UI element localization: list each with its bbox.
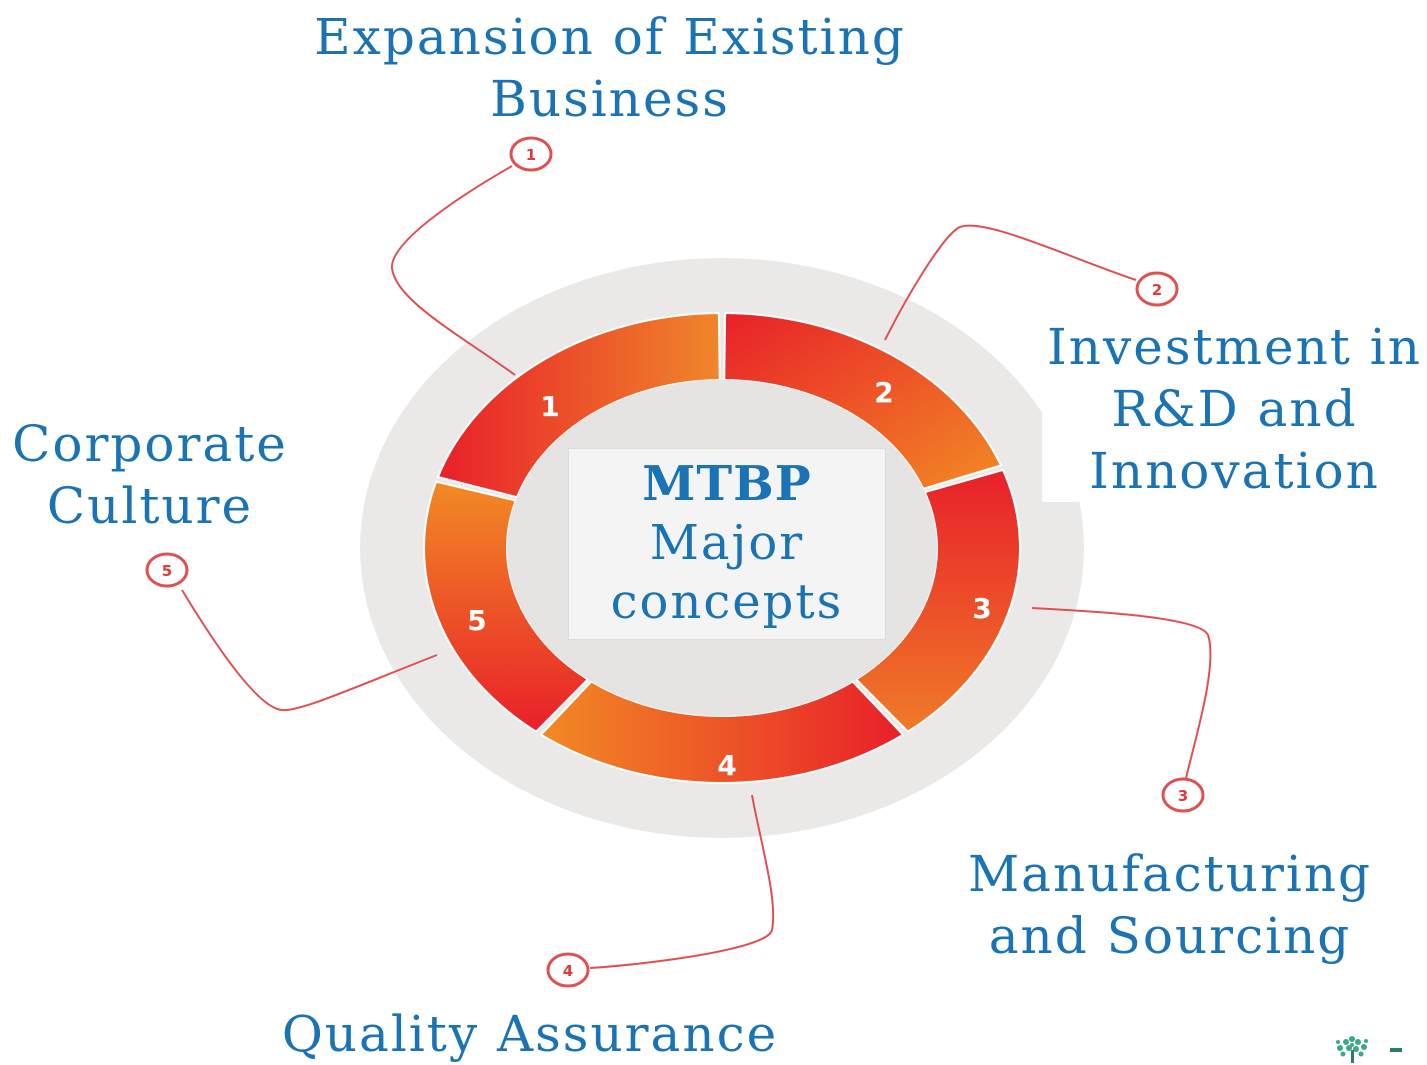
badge-number-1: 1 <box>526 146 536 164</box>
label-expansion-of-existing-business: Expansion of Existing Business <box>300 6 920 130</box>
label-5-line-2: Culture <box>46 477 254 535</box>
badge-1: 1 <box>509 136 553 172</box>
connector-2 <box>884 224 1137 341</box>
label-4-line-1: Quality Assurance <box>281 1005 779 1063</box>
label-1-line-2: Business <box>490 70 730 128</box>
label-5-line-1: Corporate <box>12 415 288 473</box>
label-2-line-2: R&D and <box>1111 380 1358 438</box>
center-subtitle-line-2: concepts <box>610 574 844 630</box>
center-title-box: MTBP Major concepts <box>568 448 886 640</box>
badge-number-4: 4 <box>563 962 573 980</box>
segment-number-4: 4 <box>717 749 736 782</box>
badge-3: 3 <box>1161 777 1205 813</box>
segment-number-1: 1 <box>540 390 559 423</box>
center-title: MTBP <box>642 456 812 512</box>
label-3-line-2: and Sourcing <box>988 907 1352 965</box>
segment-number-3: 3 <box>972 592 991 625</box>
badge-5: 5 <box>145 552 189 588</box>
tree-logo-icon <box>1336 1036 1402 1063</box>
label-corporate-culture: Corporate Culture <box>5 413 295 537</box>
connector-3 <box>1031 607 1212 779</box>
segment-number-2: 2 <box>874 376 893 409</box>
badge-number-3: 3 <box>1178 787 1188 805</box>
label-1-line-1: Expansion of Existing <box>314 8 906 66</box>
badge-number-5: 5 <box>162 562 172 580</box>
label-investment-in-rd: Investment in R&D and Innovation <box>1042 316 1427 502</box>
connector-1 <box>390 165 516 376</box>
badge-2: 2 <box>1135 271 1179 307</box>
label-quality-assurance: Quality Assurance <box>260 1003 800 1065</box>
center-subtitle-line-1: Major <box>649 515 805 571</box>
connector-5 <box>181 589 438 712</box>
label-2-line-3: Innovation <box>1089 442 1380 500</box>
badge-4: 4 <box>546 952 590 988</box>
connector-4 <box>589 794 775 969</box>
label-3-line-1: Manufacturing <box>967 845 1373 903</box>
badge-number-2: 2 <box>1152 281 1162 299</box>
segment-number-5: 5 <box>467 604 486 637</box>
label-2-line-1: Investment in <box>1047 318 1422 376</box>
label-manufacturing-and-sourcing: Manufacturing and Sourcing <box>960 843 1380 967</box>
